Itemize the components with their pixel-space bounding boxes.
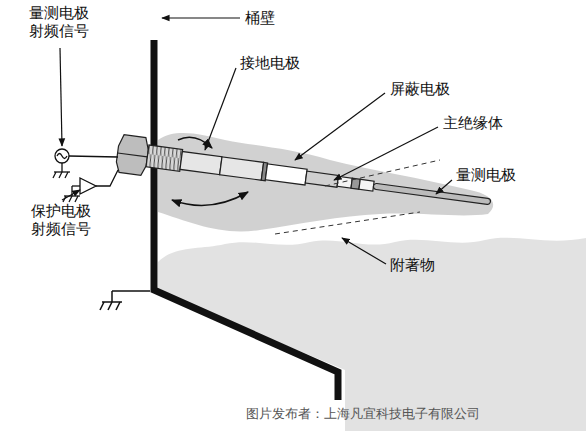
level-probe (115, 134, 493, 221)
ground-symbol (100, 291, 150, 310)
part-label: 屏蔽电极 (390, 80, 450, 98)
watermark: 图片发布者：上海凡宜科技电子有限公司 (246, 406, 480, 422)
part-label: 桶壁 (245, 9, 275, 27)
field-line (325, 160, 440, 186)
bulk-material (158, 238, 586, 431)
curved-arrow (172, 192, 248, 205)
rf-source (53, 149, 118, 178)
part-label: 主绝缘体 (443, 114, 503, 132)
part-label: 量测电极 (456, 166, 516, 184)
field-line (275, 212, 420, 234)
part-label: 附著物 (390, 256, 435, 274)
part-label: 接地电极 (240, 54, 300, 72)
signal-label: 保护电极 射频信号 (28, 202, 94, 238)
buildup-deposit (158, 133, 493, 231)
leader-lines (60, 18, 452, 264)
tank-wall (154, 40, 338, 400)
signal-label: 量测电极 射频信号 (26, 4, 92, 40)
buffer-amplifier (63, 170, 118, 202)
